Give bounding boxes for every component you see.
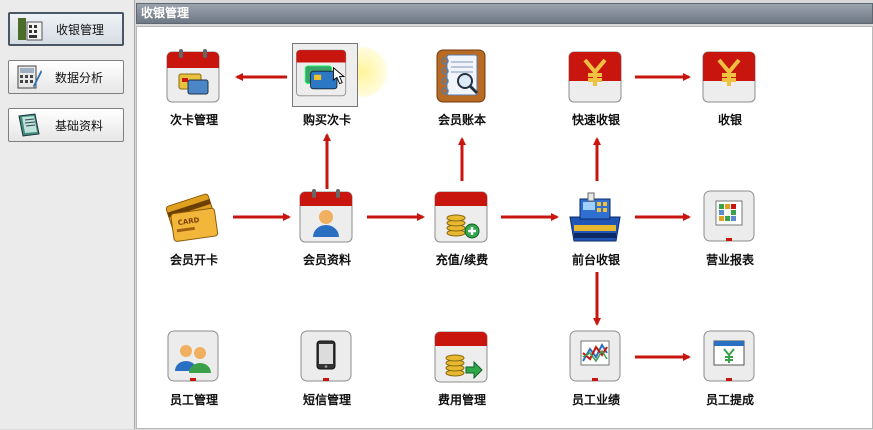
module-label: 次卡管理: [169, 113, 218, 127]
yen-calendar-icon: [700, 47, 758, 105]
module-quick-checkout[interactable]: 快速收银: [551, 41, 641, 133]
coins-arrow-icon: [432, 327, 490, 385]
card-icon: CARD: [164, 187, 222, 245]
svg-text:CARD: CARD: [177, 216, 200, 227]
sidebar: 收银管理 数据分析 基础资料: [0, 0, 135, 429]
sidebar-item-cashier[interactable]: 收银管理: [8, 12, 124, 46]
chart-icon: [566, 327, 624, 385]
module-label: 员工业绩: [571, 393, 620, 407]
module-label: 收银: [717, 113, 742, 127]
module-member-ledger[interactable]: 会员账本: [417, 41, 507, 133]
module-buy-card[interactable]: 购买次卡: [282, 41, 372, 133]
sidebar-item-data-analysis[interactable]: 数据分析: [8, 60, 124, 94]
module-label: 会员资料: [302, 253, 351, 267]
page-title: 收银管理: [136, 3, 873, 24]
buy-card-icon: [292, 43, 358, 107]
calculator-icon: [15, 64, 43, 90]
module-label: 前台收银: [571, 253, 620, 267]
module-card-management[interactable]: 次卡管理: [149, 41, 239, 133]
module-checkout[interactable]: 收银: [685, 41, 775, 133]
module-label: 员工提成: [705, 393, 754, 407]
phone-icon: [297, 327, 355, 385]
report-icon: [700, 187, 758, 245]
module-label: 购买次卡: [302, 113, 351, 127]
module-label: 充值/续费: [435, 253, 489, 267]
module-staff-management[interactable]: 员工管理: [149, 321, 239, 413]
module-staff-performance[interactable]: 员工业绩: [551, 321, 641, 413]
sidebar-item-label: 收银管理: [56, 22, 105, 37]
module-label: 会员账本: [437, 113, 486, 127]
module-panel: 次卡管理 购买次卡 会员账本 快速收银 收银: [136, 26, 873, 429]
yen-calendar-icon: [566, 47, 624, 105]
module-front-desk-checkout[interactable]: 前台收银: [551, 181, 641, 273]
staff-icon: [164, 327, 222, 385]
coins-plus-icon: [432, 187, 490, 245]
notebook-icon: [15, 112, 43, 138]
cash-register-icon: [566, 187, 624, 245]
module-label: 员工管理: [169, 393, 218, 407]
sidebar-item-basic-data[interactable]: 基础资料: [8, 108, 124, 142]
register-icon: [16, 16, 44, 42]
module-business-report[interactable]: 营业报表: [685, 181, 775, 273]
module-member-info[interactable]: 会员资料: [282, 181, 372, 273]
card-calendar-icon: [164, 47, 222, 105]
member-icon: [297, 187, 355, 245]
module-label: 短信管理: [302, 393, 351, 407]
module-sms-management[interactable]: 短信管理: [282, 321, 372, 413]
module-expense-management[interactable]: 费用管理: [417, 321, 507, 413]
ledger-icon: [432, 47, 490, 105]
module-label: 会员开卡: [169, 253, 218, 267]
sidebar-item-label: 基础资料: [55, 118, 104, 133]
module-label: 营业报表: [705, 253, 754, 267]
commission-icon: [700, 327, 758, 385]
main-area: 收银管理: [136, 0, 873, 429]
module-label: 快速收银: [571, 113, 620, 127]
module-staff-commission[interactable]: 员工提成: [685, 321, 775, 413]
module-recharge-renew[interactable]: 充值/续费: [417, 181, 507, 273]
module-open-member-card[interactable]: CARD 会员开卡: [149, 181, 239, 273]
sidebar-item-label: 数据分析: [55, 70, 104, 85]
module-label: 费用管理: [437, 393, 486, 407]
